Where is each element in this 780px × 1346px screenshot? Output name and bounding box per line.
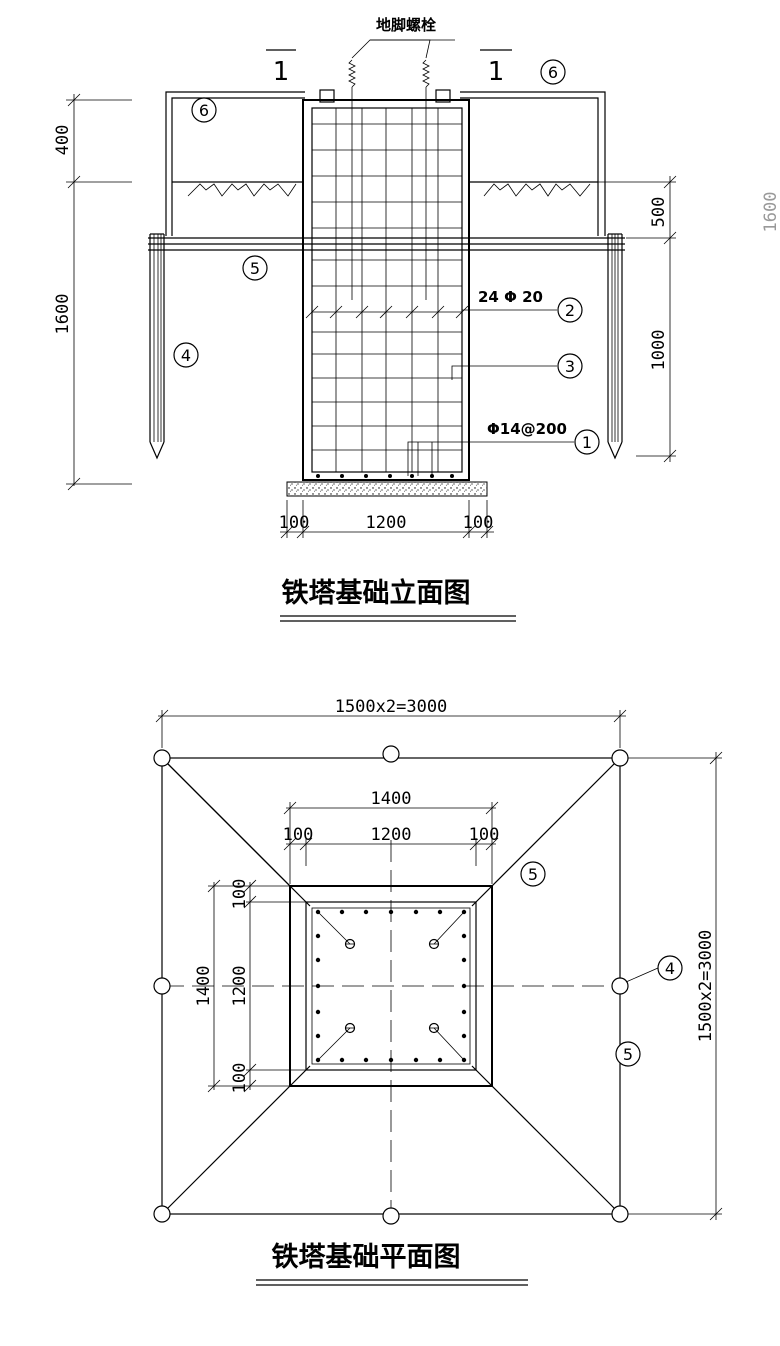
formwork-left	[165, 91, 305, 236]
dim-1600: 1600	[53, 294, 73, 335]
svg-text:5: 5	[528, 865, 538, 884]
svg-text:1: 1	[582, 433, 592, 452]
pile-left	[149, 233, 165, 460]
concrete-cushion	[286, 481, 488, 497]
dim-left-overall: 1400	[194, 966, 214, 1007]
plan-anchor-bolts	[317, 911, 465, 1061]
dim-top-overall: 1500x2=3000	[335, 697, 448, 717]
callout-1: 1	[460, 429, 600, 455]
dim-right-overall: 1500x2=3000	[696, 930, 716, 1043]
section-mark-right: 1	[488, 57, 505, 87]
callout-6-right: 6	[540, 59, 566, 85]
elevation-title: 铁塔基础立面图	[282, 577, 471, 609]
svg-text:5: 5	[623, 1045, 633, 1064]
dim-inner-overall: 1400	[371, 789, 412, 809]
callout-4: 4	[173, 342, 199, 368]
svg-text:4: 4	[181, 346, 191, 365]
dim-top-plan: 1500x2=3000	[155, 697, 627, 748]
section-mark-left: 1	[273, 57, 290, 87]
svg-text:5: 5	[250, 259, 260, 278]
elevation-view: 地脚螺栓 1 1	[53, 16, 780, 622]
plan-view: 1500x2=3000	[153, 697, 723, 1286]
svg-text:3: 3	[565, 357, 575, 376]
svg-text:6: 6	[199, 101, 209, 120]
anchor-bolt-label: 地脚螺栓	[376, 16, 436, 34]
plan-callout-5-right: 5	[615, 1041, 641, 1067]
bottom-rebar-dots	[316, 474, 454, 478]
dim-500: 500	[649, 197, 669, 228]
dim-1200: 1200	[366, 513, 407, 533]
dim-100-right: 100	[463, 513, 494, 533]
dim-left-100-bottom: 100	[230, 1063, 250, 1094]
dim-right-plan: 1500x2=3000	[628, 751, 723, 1221]
dim-left-elevation: 400 1600	[53, 93, 132, 491]
foundation-pier	[302, 99, 470, 481]
anchor-bolt-right	[422, 59, 430, 300]
plan-title: 铁塔基础平面图	[272, 1242, 461, 1273]
stirrup-spec-label: Φ14@200	[487, 420, 567, 438]
rebar-tick-marks	[305, 305, 469, 319]
dim-bottom-elevation: 100 1200 100	[279, 500, 494, 539]
callout-6-left: 6	[191, 97, 217, 123]
dim-inner-top-plan: 1400 100 1200 100	[283, 789, 500, 884]
rebar-spec-label: 24 Φ 20	[478, 288, 543, 306]
callout-2: 2	[462, 297, 583, 323]
plan-callout-5-top: 5	[520, 861, 546, 887]
dim-1000: 1000	[649, 330, 669, 371]
plan-piles	[153, 745, 629, 1225]
dim-left-100-top: 100	[230, 879, 250, 910]
dim-400: 400	[53, 125, 73, 156]
svg-text:4: 4	[665, 959, 675, 978]
cut-off-dimension: 1600	[761, 192, 780, 233]
callout-5: 5	[242, 255, 268, 281]
dim-inner-100-left: 100	[283, 825, 314, 845]
dim-inner-1200: 1200	[371, 825, 412, 845]
pier-stirrups	[312, 123, 462, 451]
svg-text:2: 2	[565, 301, 575, 320]
dim-100-left: 100	[279, 513, 310, 533]
plan-callout-4: 4	[625, 955, 683, 983]
pier-vertical-rebars	[335, 108, 439, 472]
dim-inner-100-right: 100	[469, 825, 500, 845]
dim-left-mid: 1200	[230, 966, 250, 1007]
anchor-bolt-leader	[351, 39, 455, 59]
callout-3: 3	[451, 353, 583, 380]
anchor-bolt-left	[348, 59, 356, 300]
svg-text:6: 6	[548, 63, 558, 82]
pile-right	[607, 233, 623, 460]
dim-left-plan: 1400 1200 100 100	[194, 879, 306, 1094]
dim-right-elevation: 500 1000	[598, 175, 677, 463]
formwork-right	[460, 91, 606, 236]
